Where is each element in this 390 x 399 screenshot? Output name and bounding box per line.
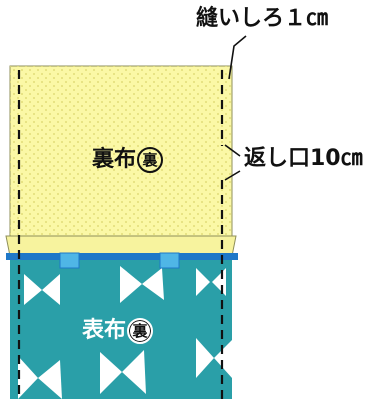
- tab-icon: [59, 252, 80, 269]
- bow-icon: [120, 266, 164, 303]
- lining-fabric: [9, 65, 233, 237]
- lining-text: 裏布: [92, 147, 137, 172]
- lining-label: 裏布 裏: [92, 147, 164, 173]
- outer-fabric: [10, 258, 232, 399]
- bow-icon: [196, 338, 232, 378]
- outer-text: 表布: [82, 318, 127, 343]
- return-opening-label: 返し口10㎝: [244, 146, 363, 171]
- stitch-lines: [17, 70, 224, 399]
- bow-icon: [24, 274, 60, 305]
- seam-allowance-label: 縫いしろ１㎝: [196, 6, 329, 31]
- tab-icon: [159, 252, 180, 269]
- leader-lines: [224, 35, 247, 181]
- reverse-side-mark: 裏: [137, 147, 164, 173]
- bow-icon: [100, 350, 146, 394]
- outer-label: 表布 裏: [82, 318, 154, 344]
- reverse-side-mark: 裏: [127, 318, 154, 344]
- bow-icon: [18, 356, 62, 399]
- ribbon-band: [6, 253, 238, 260]
